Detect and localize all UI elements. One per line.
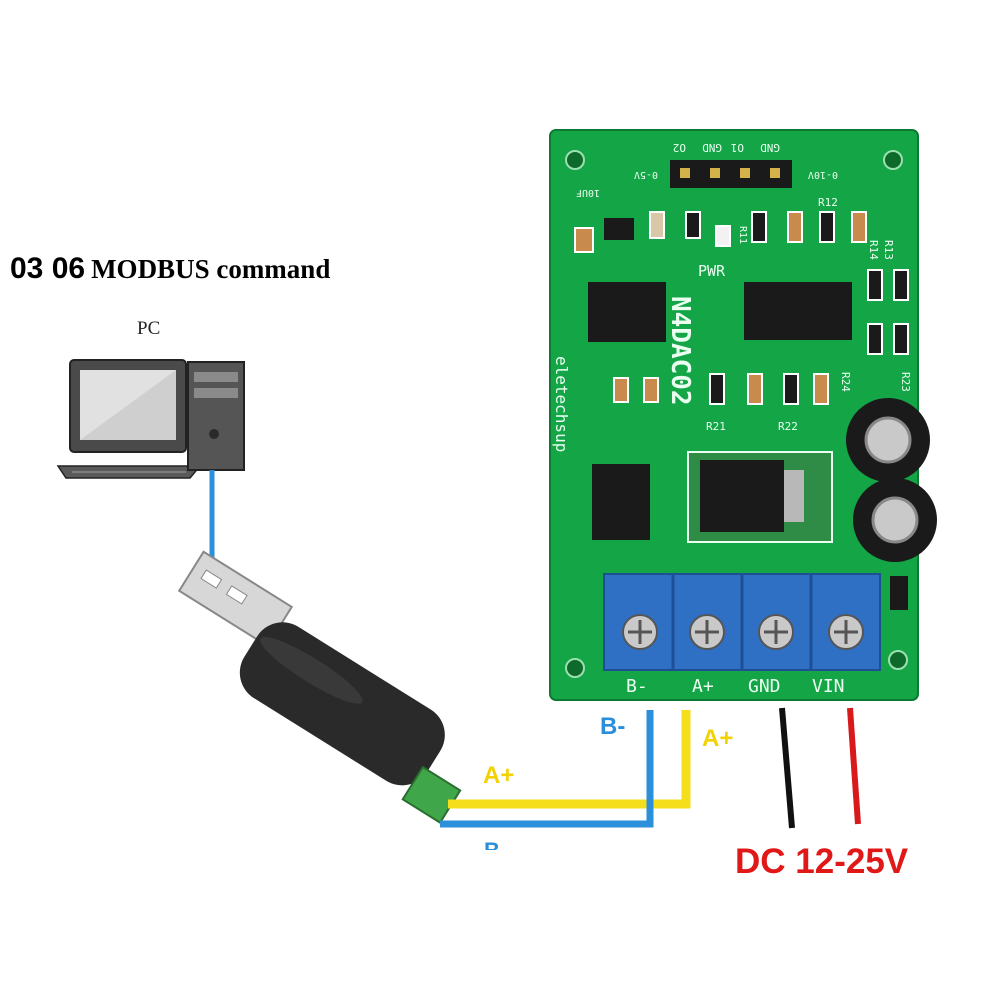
board-brand-label: eletechsup [552, 356, 571, 452]
usb-a-plus-label: A+ [483, 762, 515, 789]
ic-chip-2 [744, 282, 852, 340]
mounting-hole [883, 150, 903, 170]
mounting-hole [888, 650, 908, 670]
terminal-screw [828, 614, 864, 650]
cap-label: 10UF [576, 187, 600, 198]
board-b-minus-label: B- [600, 713, 626, 740]
board-a-plus-label: A+ [702, 725, 734, 752]
resistor-label-r12: R12 [818, 196, 838, 209]
diode [890, 576, 908, 610]
resistor-label-r11: R11 [737, 226, 748, 244]
pc-computer-icon [56, 359, 245, 479]
header-label-o1: O1 [731, 141, 744, 154]
transistor [604, 218, 634, 240]
terminal-label-a-plus: A+ [692, 676, 714, 697]
terminal-label-b-minus: B- [626, 676, 648, 697]
resistor-label-r22: R22 [778, 420, 798, 433]
terminal-screw [689, 614, 725, 650]
usb-b-label: B [484, 838, 500, 850]
mounting-hole [565, 150, 585, 170]
resistor-label-r21: R21 [706, 420, 726, 433]
usb-rs485-adapter [177, 550, 462, 824]
resistor-label-r13: R13 [882, 240, 895, 260]
power-supply-label: DC 12-25V [735, 842, 909, 881]
n4dac02-board: GND O1 GND O2 0-5V 0-10V 10UF R12 R13 R1… [549, 129, 937, 701]
ic-chip-1 [588, 282, 666, 342]
header-label-gnd2: GND [702, 141, 722, 154]
resistor-label-r23: R23 [899, 372, 912, 392]
pc-label: PC [137, 318, 161, 339]
wire-a-plus [448, 710, 691, 809]
header-label-o2: O2 [673, 141, 686, 154]
mounting-hole [565, 658, 585, 678]
voltage-regulator [700, 460, 784, 532]
wire-power-vin [847, 707, 861, 825]
terminal-screw [622, 614, 658, 650]
resistor-label-r14: R14 [867, 240, 880, 260]
resistor-label-r24: R24 [839, 372, 852, 392]
terminal-label-vin: VIN [812, 676, 845, 697]
wire-b-minus [440, 710, 654, 828]
pwr-led [715, 225, 731, 247]
range-label-left: 0-5V [634, 169, 658, 180]
board-model-label: N4DAC02 [665, 296, 695, 406]
title-command-codes: 03 06 [10, 252, 86, 285]
terminal-screw [758, 614, 794, 650]
range-label-right: 0-10V [808, 169, 838, 180]
terminal-label-gnd: GND [748, 676, 781, 697]
header-label-gnd1: GND [760, 141, 780, 154]
pwr-label: PWR [698, 262, 726, 280]
ic-chip-3 [592, 464, 650, 540]
title-modbus-command: MODBUS command [91, 254, 331, 284]
wire-power-gnd [779, 707, 795, 829]
smd-capacitor [574, 227, 594, 253]
